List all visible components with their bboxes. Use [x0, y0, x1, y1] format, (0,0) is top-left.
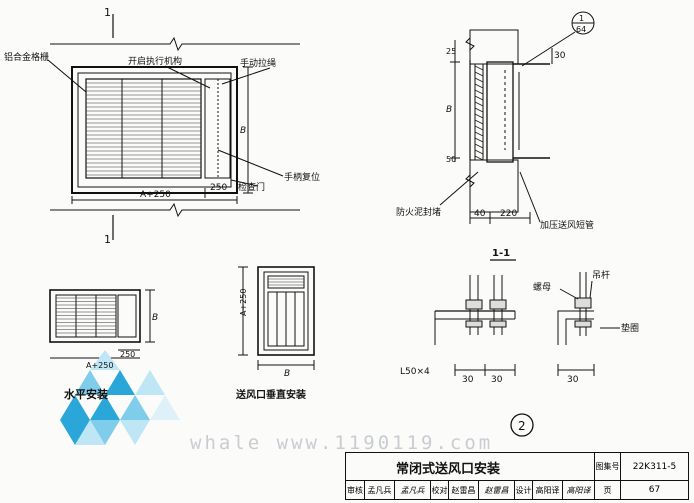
- section-hatch-line: [474, 125, 484, 131]
- dim-b-section: B: [446, 105, 452, 115]
- title-block: 常闭式送风口安装 图集号 22K311-5 审核 孟凡兵 孟凡兵 校对 赵雷昌 …: [345, 452, 689, 500]
- dim-40: 40: [474, 209, 486, 219]
- ref-bottom: 64: [576, 25, 586, 34]
- section-hatch-line: [474, 143, 484, 149]
- section-hatch-line: [474, 83, 484, 89]
- section-mark-top: 1: [104, 6, 111, 19]
- dim-b-top: B: [240, 126, 246, 136]
- atlas-number: 22K311-5: [620, 453, 688, 480]
- review-label: 审核: [346, 480, 364, 499]
- label-pressurized-duct: 加压送风短管: [540, 219, 594, 231]
- dim-250-top: 250: [210, 183, 227, 193]
- page-number: 67: [620, 480, 688, 499]
- section-hatch-line: [474, 149, 484, 155]
- grille-hatching: [86, 82, 201, 176]
- section-hatch-line: [474, 77, 484, 83]
- dim-30-section: 30: [554, 51, 566, 61]
- vertical-grille-hatching: [268, 278, 304, 286]
- dim-30-a: 30: [462, 375, 474, 385]
- dim-a250-vert: A+250: [239, 289, 248, 316]
- label-vertical-install: 送风口垂直安装: [235, 388, 306, 401]
- atlas-label: 图集号: [594, 453, 620, 480]
- drawing-title: 常闭式送风口安装: [396, 462, 501, 477]
- label-actuator: 开启执行机构: [128, 55, 182, 67]
- dim-a250-horiz: A+250: [86, 361, 113, 370]
- dim-b-vert: B: [284, 369, 290, 379]
- section-hatch-line: [474, 65, 484, 71]
- section-hatch-line: [474, 89, 484, 95]
- check-label: 校对: [430, 480, 448, 499]
- triangle-pattern: [60, 350, 180, 445]
- section-hatch-line: [474, 155, 484, 161]
- checker-name: 赵雷昌: [448, 480, 478, 499]
- designer-signature: 高阳译: [562, 480, 594, 499]
- label-washer: 垫圈: [621, 322, 639, 334]
- dim-50: 50: [446, 155, 456, 164]
- label-access-door: 检查门: [238, 181, 265, 193]
- dim-30-c: 30: [567, 375, 579, 385]
- page-label: 页: [594, 480, 620, 499]
- checker-signature: 赵雷昌: [478, 480, 514, 499]
- dim-b-horiz: B: [152, 313, 158, 323]
- detail-number: 2: [518, 419, 526, 433]
- label-nut: 螺母: [533, 282, 551, 293]
- watermark-text: whale www.1190119.com: [190, 432, 494, 454]
- section-hatch-line: [474, 71, 484, 77]
- section-hatch-line: [474, 131, 484, 137]
- section-title: 1-1: [492, 248, 510, 259]
- design-label: 设计: [514, 480, 532, 499]
- section-hatch-line: [474, 119, 484, 125]
- label-handle-reset: 手柄复位: [284, 171, 320, 183]
- section-hatch-line: [474, 107, 484, 113]
- section-mark-bottom: 1: [104, 233, 111, 246]
- horizontal-grille-hatching: [56, 297, 116, 334]
- reviewer-signature: 孟凡兵: [394, 480, 430, 499]
- label-horizontal-install: 水平安装: [64, 387, 108, 401]
- label-alu-grille: 铝合金格栅: [4, 51, 49, 63]
- dim-30-b: 30: [491, 375, 503, 385]
- section-hatch-line: [474, 95, 484, 101]
- label-angle-steel: L50×4: [400, 367, 430, 377]
- label-fireproof-seal: 防火泥封堵: [396, 206, 441, 218]
- dim-220: 220: [500, 209, 517, 219]
- label-hanger-rod: 吊杆: [592, 269, 610, 281]
- section-hatch-line: [474, 113, 484, 119]
- dim-25: 25: [446, 47, 456, 56]
- reviewer-name: 孟凡兵: [364, 480, 394, 499]
- dim-250-horiz: 250: [120, 350, 135, 359]
- section-hatching: [474, 65, 484, 161]
- section-hatch-line: [474, 137, 484, 143]
- dim-a250-top: A+250: [140, 190, 171, 200]
- section-hatch-line: [474, 101, 484, 107]
- ref-top: 1: [579, 14, 584, 23]
- label-manual-cord: 手动拉绳: [240, 57, 276, 69]
- designer-name: 高阳译: [532, 480, 562, 499]
